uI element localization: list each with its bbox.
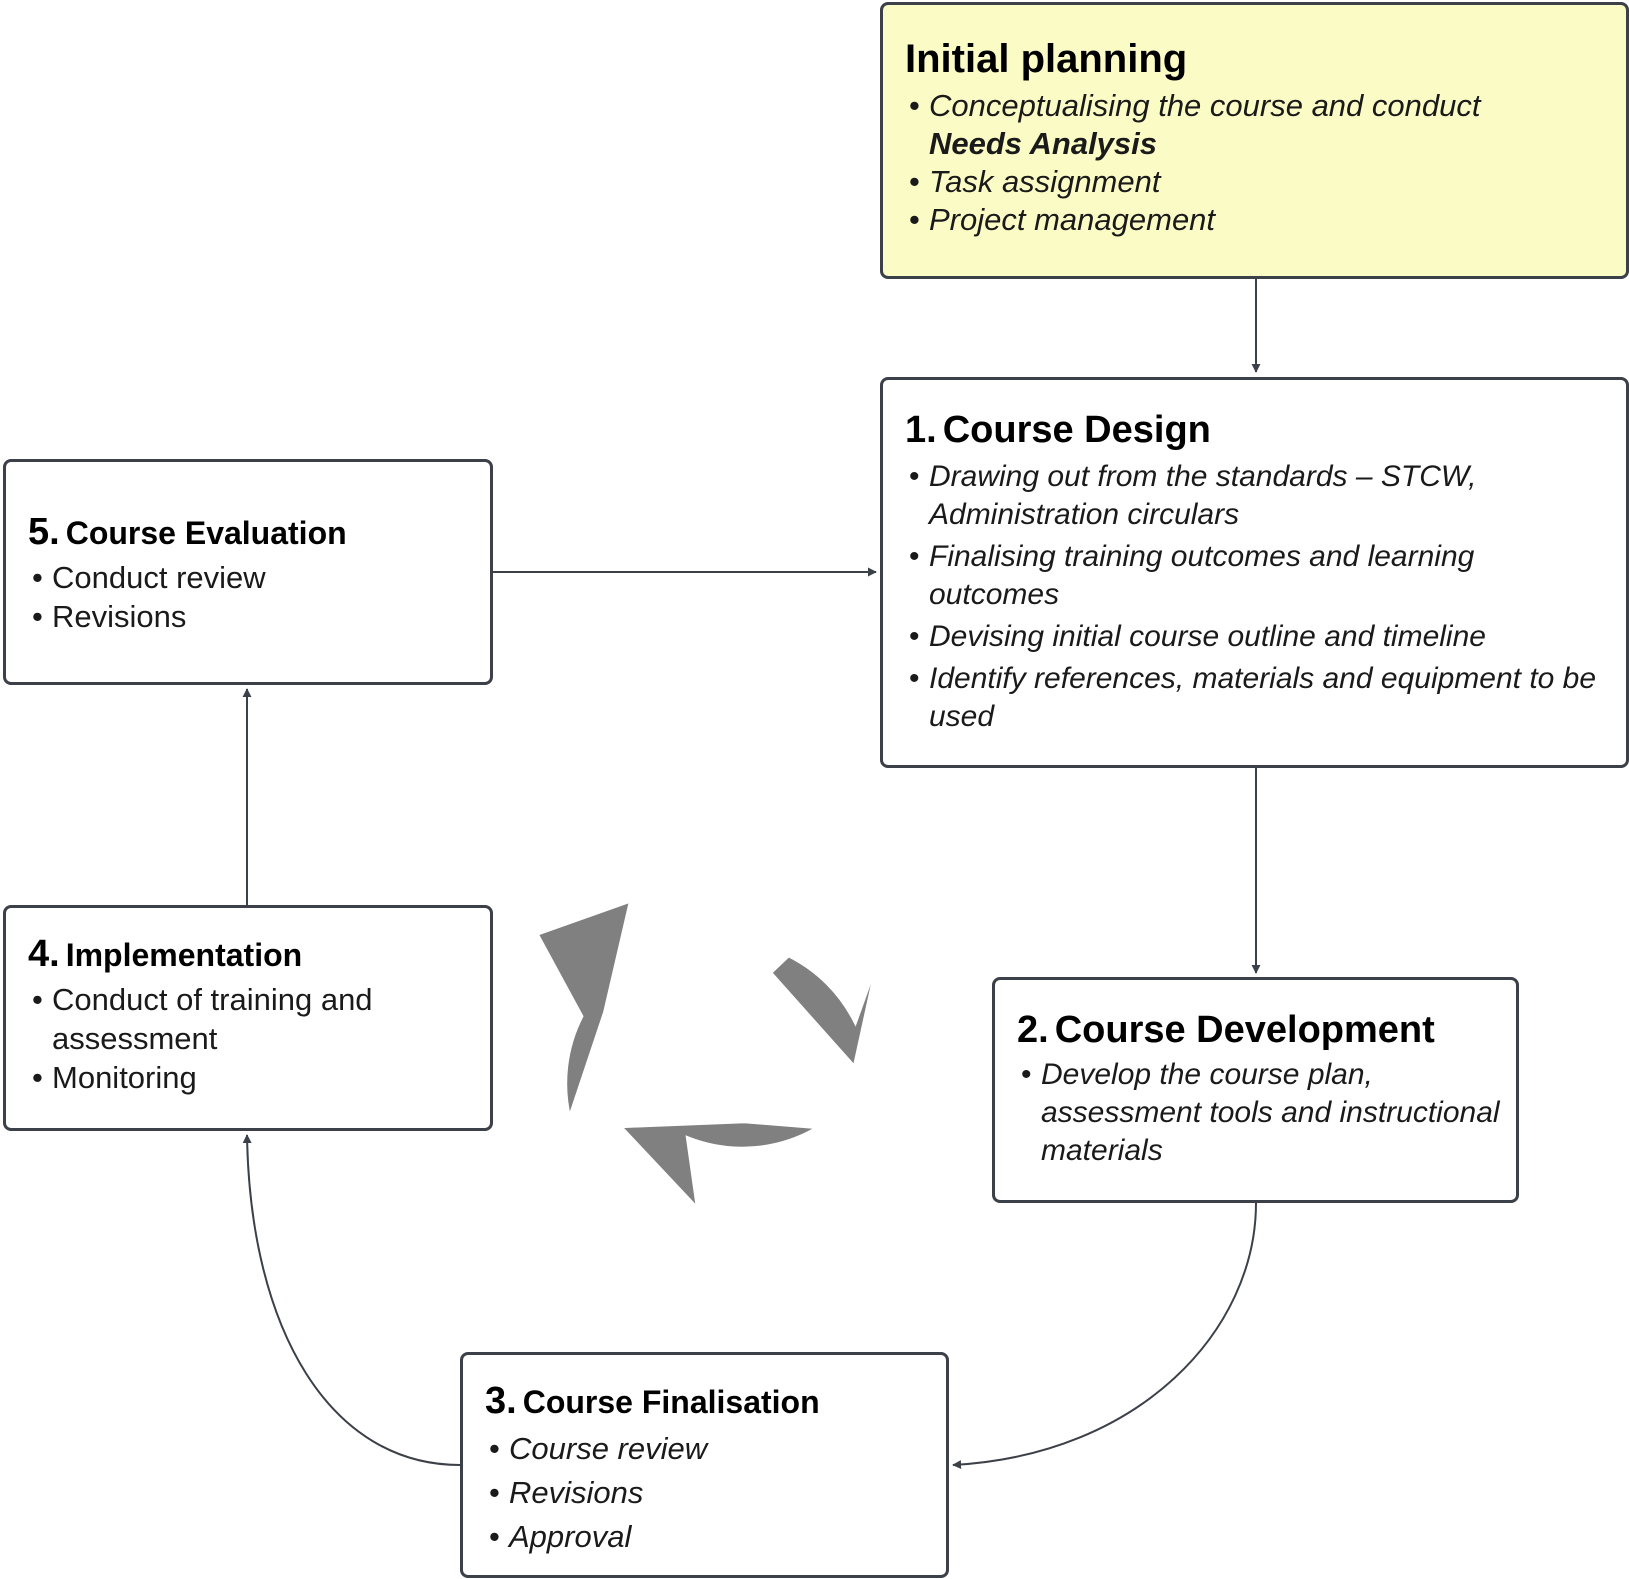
arrow-finalisation-to-implementation [242,1134,461,1466]
list-item: Drawing out from the standards – STCW, A… [905,458,1610,534]
list-item: Conduct review [28,558,474,597]
step-number: 2. [1017,1009,1049,1051]
course-development-title: 2.Course Development [1017,1008,1500,1054]
course-design-box: 1.Course Design Drawing out from the sta… [880,377,1629,768]
step-number: 5. [28,511,60,553]
list-item: Project management [905,201,1606,239]
course-finalisation-list: Course review Revisions Approval [485,1427,930,1559]
step-number: 1. [905,409,937,451]
arrow-development-to-finalisation [952,1202,1257,1470]
course-evaluation-list: Conduct review Revisions [28,558,474,636]
list-item-text: Conceptualising the course and conduct [929,88,1481,123]
initial-planning-title: Initial planning [905,37,1188,81]
course-design-list: Drawing out from the standards – STCW, A… [905,458,1610,736]
step-title: Course Development [1054,1009,1435,1051]
needs-analysis-emphasis: Needs Analysis [929,126,1158,161]
course-development-list: Develop the course plan, assessment tool… [1017,1056,1500,1170]
step-title: Course Evaluation [65,515,347,551]
implementation-title: 4.Implementation [28,932,474,978]
list-item: Finalising training outcomes and learnin… [905,538,1610,614]
list-item: Task assignment [905,163,1606,201]
list-item: Course review [485,1427,930,1471]
list-item: Devising initial course outline and time… [905,618,1610,656]
step-number: 4. [28,933,60,975]
step-title: Course Finalisation [522,1384,820,1420]
course-evaluation-title: 5.Course Evaluation [28,510,474,556]
initial-planning-list: Conceptualising the course and conduct N… [905,87,1606,239]
course-finalisation-box: 3.Course Finalisation Course review Revi… [460,1352,949,1578]
list-item: Conduct of training and assessment [28,980,474,1058]
list-item: Monitoring [28,1058,474,1097]
list-item: Develop the course plan, assessment tool… [1017,1056,1500,1170]
course-evaluation-box: 5.Course Evaluation Conduct review Revis… [3,459,493,685]
list-item: Conceptualising the course and conduct N… [905,87,1606,163]
circular-arrows-icon [533,897,882,1216]
course-development-box: 2.Course Development Develop the course … [992,977,1519,1203]
initial-planning-box: Initial planning Conceptualising the cou… [880,2,1629,279]
step-number: 3. [485,1380,517,1422]
step-title: Implementation [65,937,303,973]
list-item: Revisions [28,597,474,636]
list-item: Identify references, materials and equip… [905,660,1610,736]
implementation-box: 4.Implementation Conduct of training and… [3,905,493,1131]
list-item: Revisions [485,1471,930,1515]
course-finalisation-title: 3.Course Finalisation [485,1379,930,1425]
implementation-list: Conduct of training and assessment Monit… [28,980,474,1097]
step-title: Course Design [942,409,1211,451]
course-design-title: 1.Course Design [905,408,1610,454]
list-item: Approval [485,1515,930,1559]
